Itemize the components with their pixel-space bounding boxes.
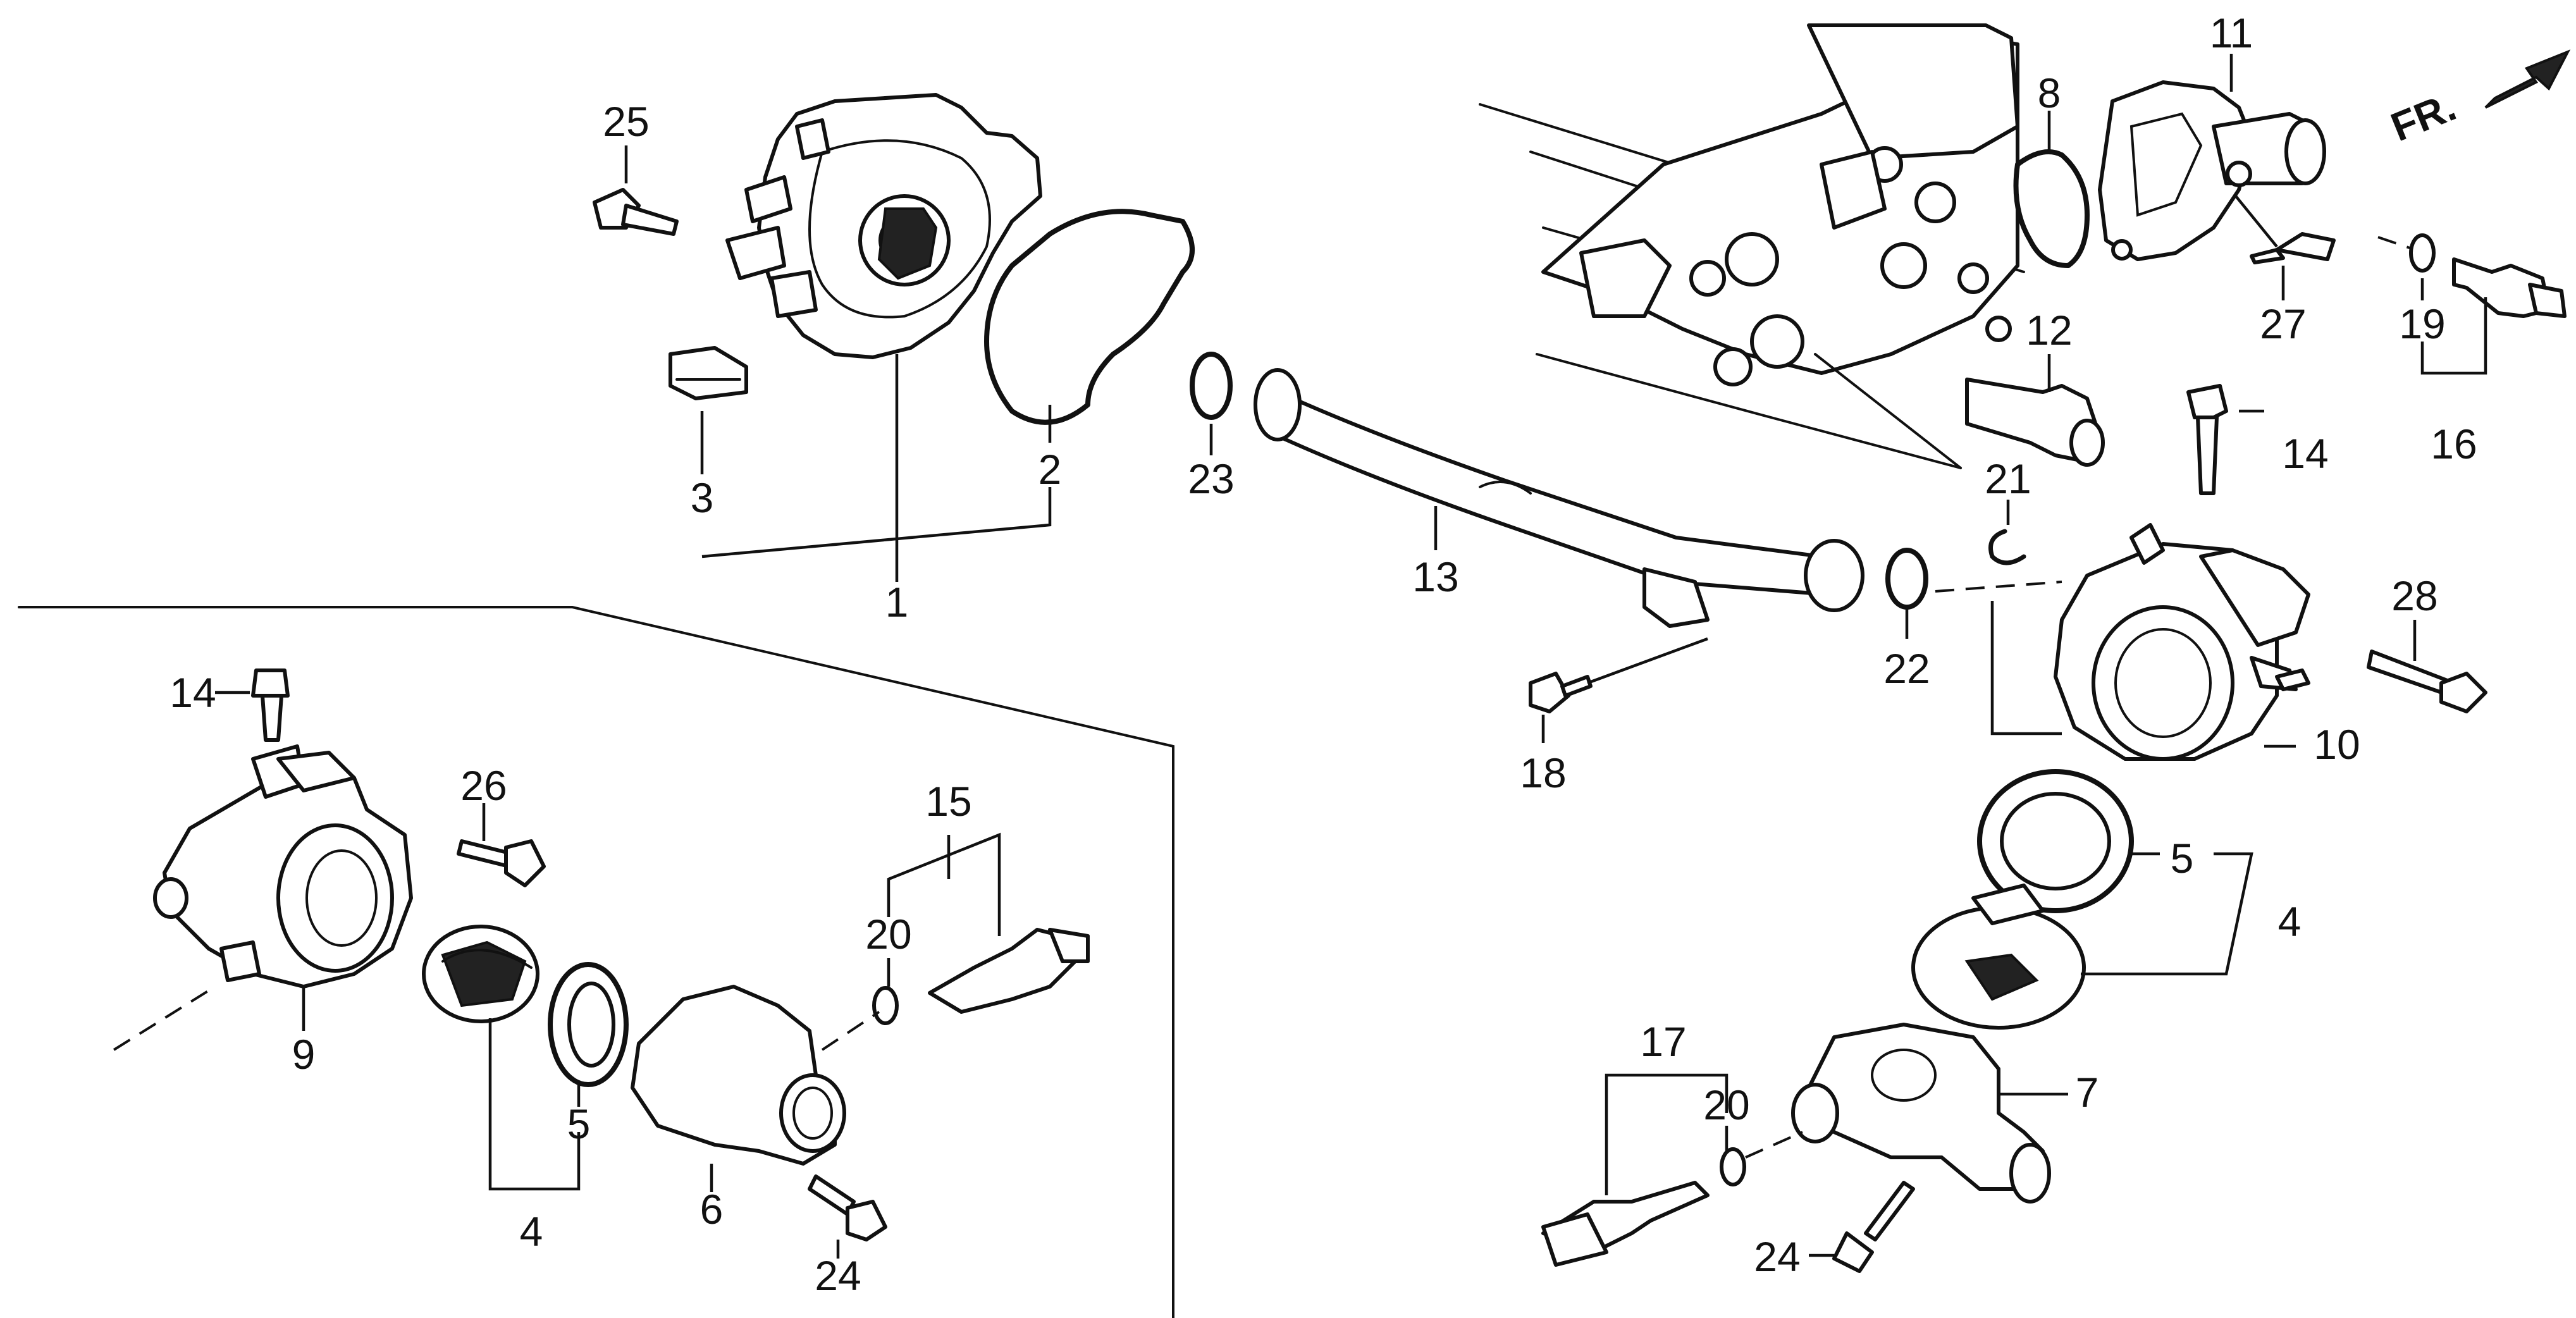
dash-20-left	[821, 1011, 880, 1051]
callout-13: 13	[1412, 553, 1458, 600]
water-pump	[725, 93, 1042, 359]
callout-1: 1	[885, 579, 909, 625]
sensor-16	[2452, 257, 2567, 318]
callout-28: 28	[2391, 572, 2437, 619]
callout-14-left: 14	[169, 669, 216, 716]
callout-22: 22	[1883, 645, 1930, 692]
callout-2: 2	[1038, 446, 1062, 493]
dash-9	[113, 985, 216, 1051]
thermostat-cover-7	[1791, 1023, 2051, 1204]
bolt-26	[457, 839, 546, 887]
leader-17-bracket	[1605, 1073, 1729, 1113]
leader-15-bracket	[887, 832, 1001, 936]
dash-20-right	[1745, 1131, 1803, 1159]
callout-27: 27	[2260, 300, 2306, 347]
callout-19: 19	[2399, 300, 2445, 347]
callout-7: 7	[2076, 1069, 2099, 1116]
callout-9: 9	[292, 1031, 316, 1078]
small-block-part-3	[669, 346, 748, 400]
water-outlet-11	[2098, 80, 2326, 261]
thermostat-4-right	[1911, 884, 2086, 1030]
dash-21	[1935, 581, 2062, 593]
sensor-17	[1541, 1181, 1710, 1267]
dash-19	[2377, 236, 2410, 249]
callout-15: 15	[925, 778, 971, 825]
bolt-24-right	[1832, 1181, 1915, 1273]
callout-23: 23	[1188, 455, 1234, 502]
callout-20-left: 20	[865, 911, 911, 958]
leader-4-right-bracket	[2081, 852, 2253, 976]
bolt-25	[593, 188, 679, 236]
leader-bracket-1-2-3	[701, 487, 1052, 558]
water-pipe-13	[1254, 368, 1864, 628]
leader-10-bracket	[1990, 601, 2062, 736]
thermostat-housing-10	[2054, 523, 2310, 761]
bolt-28	[2367, 650, 2487, 713]
callout-3: 3	[691, 474, 714, 521]
sensor-14-right	[2186, 384, 2228, 495]
fitting-12	[1965, 378, 2105, 467]
clip-21	[1988, 529, 2026, 565]
thermostat-housing-9	[153, 744, 413, 988]
o-ring-23	[1190, 352, 1233, 420]
front-label: FR.	[2384, 83, 2462, 150]
callout-16: 16	[2431, 421, 2477, 467]
washer-20-right	[1720, 1147, 1746, 1186]
callout-10: 10	[2314, 721, 2360, 768]
bolt-24-left	[808, 1174, 887, 1241]
bolt-27	[2250, 232, 2336, 264]
callout-12: 12	[2026, 307, 2072, 354]
callout-24-right: 24	[1754, 1233, 1800, 1280]
callout-11: 11	[2210, 9, 2253, 56]
sensor-14-left	[251, 668, 290, 742]
callout-8: 8	[2038, 70, 2061, 116]
callout-6: 6	[700, 1186, 724, 1233]
washer-19	[2409, 233, 2436, 273]
callout-26: 26	[460, 762, 507, 809]
callout-20-right: 20	[1703, 1081, 1749, 1128]
sensor-15	[928, 928, 1090, 1014]
leader-27-11	[2234, 195, 2278, 248]
washer-20-left	[872, 986, 899, 1025]
callout-21: 21	[1985, 455, 2031, 502]
leader-16-bracket	[2420, 297, 2487, 375]
water-pump-gasket	[984, 209, 1195, 425]
callout-4-left: 4	[520, 1208, 543, 1255]
gasket-5-left	[548, 962, 629, 1087]
engine-cylinder-head	[1479, 23, 2025, 469]
o-ring-22	[1885, 548, 1928, 610]
callout-17: 17	[1640, 1018, 1686, 1065]
inset-boundary-line	[18, 606, 1174, 1318]
gasket-5-right	[1977, 769, 2134, 913]
callout-4-right: 4	[2278, 898, 2302, 945]
callout-25: 25	[603, 98, 649, 145]
callout-14-right: 14	[2282, 430, 2328, 477]
callout-5-right: 5	[2171, 835, 2194, 882]
gasket-8	[2013, 149, 2090, 268]
leader-4-left-bracket	[488, 1018, 581, 1191]
callout-18: 18	[1520, 749, 1566, 796]
thermostat-4-left	[422, 925, 539, 1023]
front-direction-arrow: FR.	[2384, 49, 2571, 150]
callout-24-left: 24	[815, 1252, 861, 1299]
leader-18	[1587, 637, 1708, 685]
water-outlet-6	[631, 985, 846, 1166]
bolt-18	[1529, 672, 1593, 713]
callout-5-left: 5	[567, 1100, 591, 1147]
